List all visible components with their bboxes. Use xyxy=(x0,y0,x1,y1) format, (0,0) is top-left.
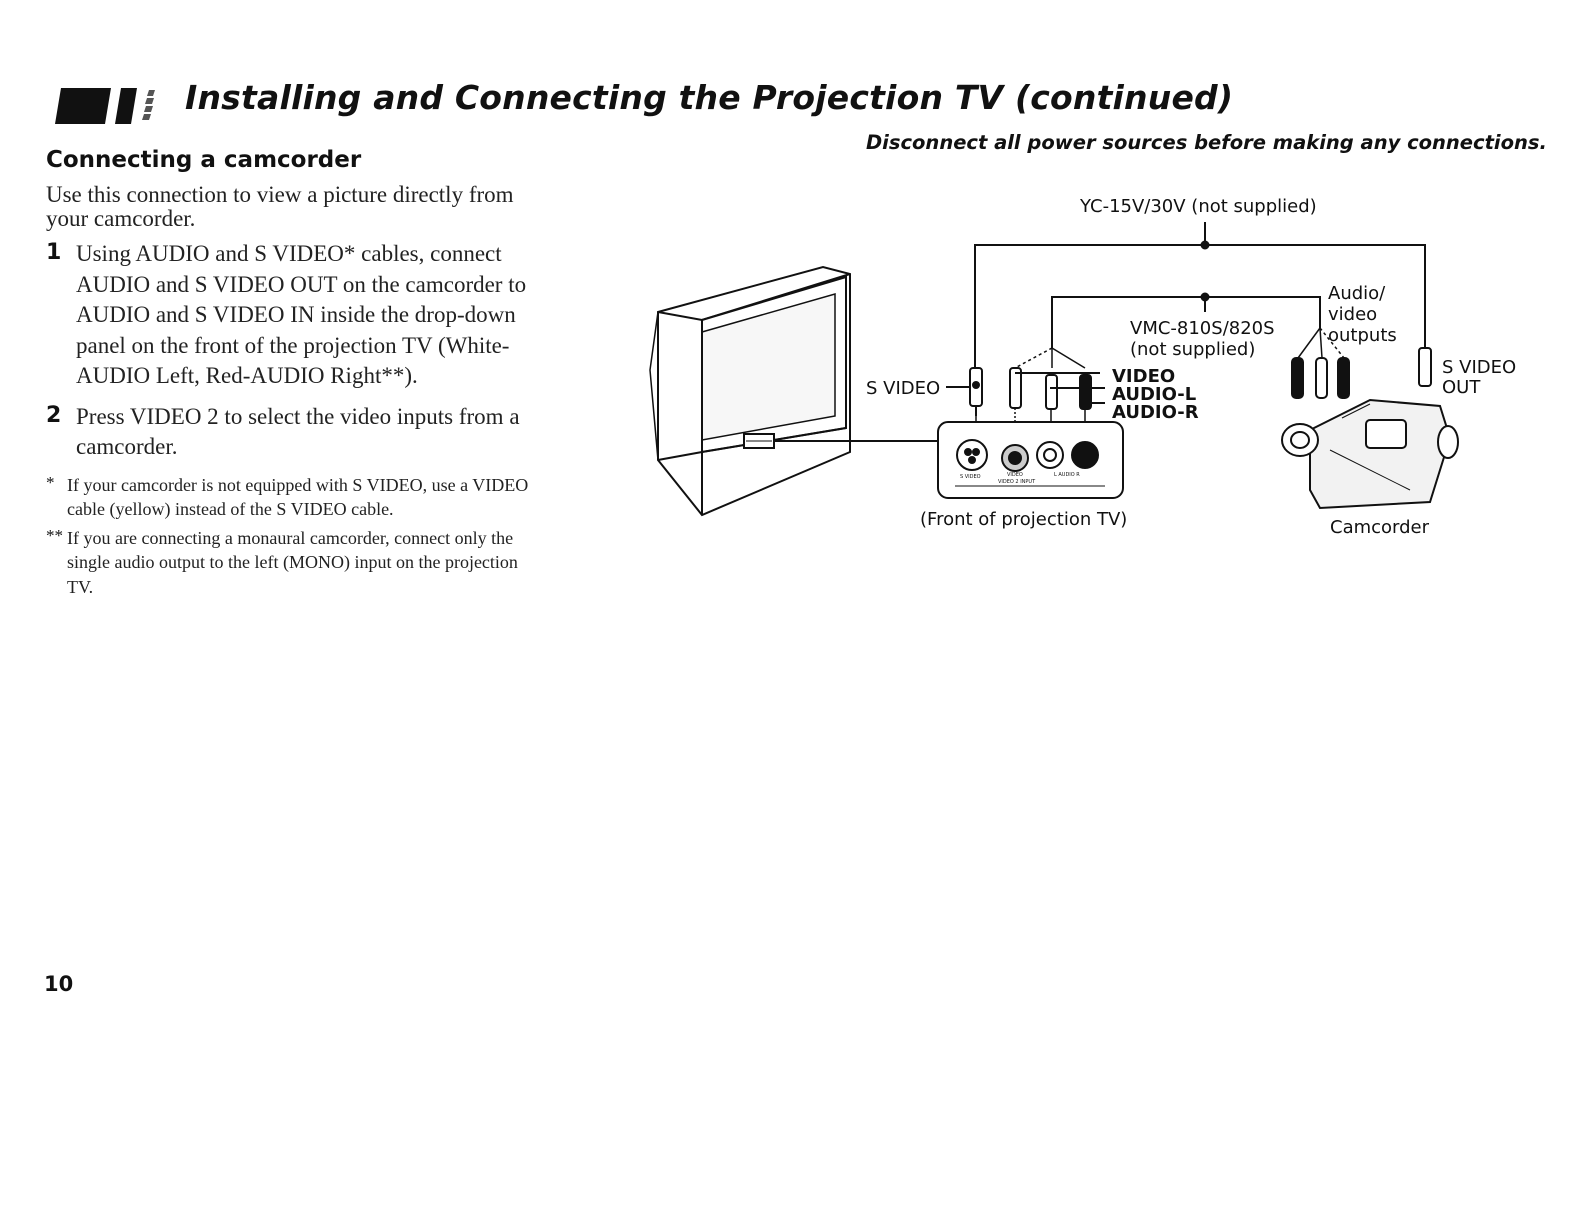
av-outputs-label-line1: Audio/ xyxy=(1328,283,1386,304)
projection-tv-illustration xyxy=(649,265,851,517)
av-outputs-label-line3: outputs xyxy=(1328,325,1397,346)
page-number: 10 xyxy=(44,972,74,996)
steps-list: 1 Using AUDIO and S VIDEO* cables, conne… xyxy=(46,239,546,463)
section-marker-bars-icon xyxy=(55,88,167,124)
s-video-in-label: S VIDEO xyxy=(866,378,940,399)
vmc-cable-label-line2: (not supplied) xyxy=(1130,339,1255,360)
step-item: 1 Using AUDIO and S VIDEO* cables, conne… xyxy=(46,239,546,392)
panel-jack-video-label: VIDEO xyxy=(1007,472,1023,478)
audio-r-jack-label: AUDIO-R xyxy=(1112,402,1199,423)
step-item: 2 Press VIDEO 2 to select the video inpu… xyxy=(46,402,546,463)
power-warning: Disconnect all power sources before maki… xyxy=(866,131,1547,154)
panel-jack-svideo-label: S VIDEO xyxy=(960,474,981,480)
s-video-out-label-line2: OUT xyxy=(1442,377,1481,398)
panel-jack-audio-label: L AUDIO R xyxy=(1054,472,1080,478)
footnote: * If your camcorder is not equipped with… xyxy=(46,473,546,522)
page-header: Installing and Connecting the Projection… xyxy=(55,78,1555,128)
camcorder-label: Camcorder xyxy=(1330,517,1430,538)
camcorder-illustration xyxy=(1281,398,1459,510)
page-title: Installing and Connecting the Projection… xyxy=(185,78,1234,117)
footnotes: * If your camcorder is not equipped with… xyxy=(46,473,546,600)
footnote-text: If your camcorder is not equipped with S… xyxy=(67,474,529,520)
yc-cable-label: YC-15V/30V (not supplied) xyxy=(1079,196,1317,217)
front-panel-illustration xyxy=(937,421,1124,499)
audio-l-jack-label: AUDIO-L xyxy=(1112,384,1196,405)
step-number: 1 xyxy=(46,240,62,265)
video-jack-label: VIDEO xyxy=(1112,366,1175,387)
footnote-text: If you are connecting a monaural camcord… xyxy=(67,527,518,597)
s-video-out-label-line1: S VIDEO xyxy=(1442,357,1516,378)
instructions-column: Connecting a camcorder Use this connecti… xyxy=(46,147,546,603)
step-number: 2 xyxy=(46,402,62,428)
connection-diagram: YC-15V/30V (not supplied) VMC-810S/820S … xyxy=(630,190,1570,550)
footnote-mark: ** xyxy=(46,525,63,545)
footnote: ** If you are connecting a monaural camc… xyxy=(46,526,546,600)
panel-group-label: VIDEO 2 INPUT xyxy=(998,479,1036,485)
step-text: Using AUDIO and S VIDEO* cables, connect… xyxy=(76,241,527,388)
section-title: Connecting a camcorder xyxy=(46,147,362,173)
intro-text: Use this connection to view a picture di… xyxy=(46,182,514,231)
vmc-cable-label-line1: VMC-810S/820S xyxy=(1130,318,1275,339)
av-outputs-label-line2: video xyxy=(1328,304,1377,325)
footnote-mark: * xyxy=(46,472,55,492)
panel-caption: (Front of projection TV) xyxy=(920,509,1127,530)
step-text: Press VIDEO 2 to select the video inputs… xyxy=(76,403,520,460)
